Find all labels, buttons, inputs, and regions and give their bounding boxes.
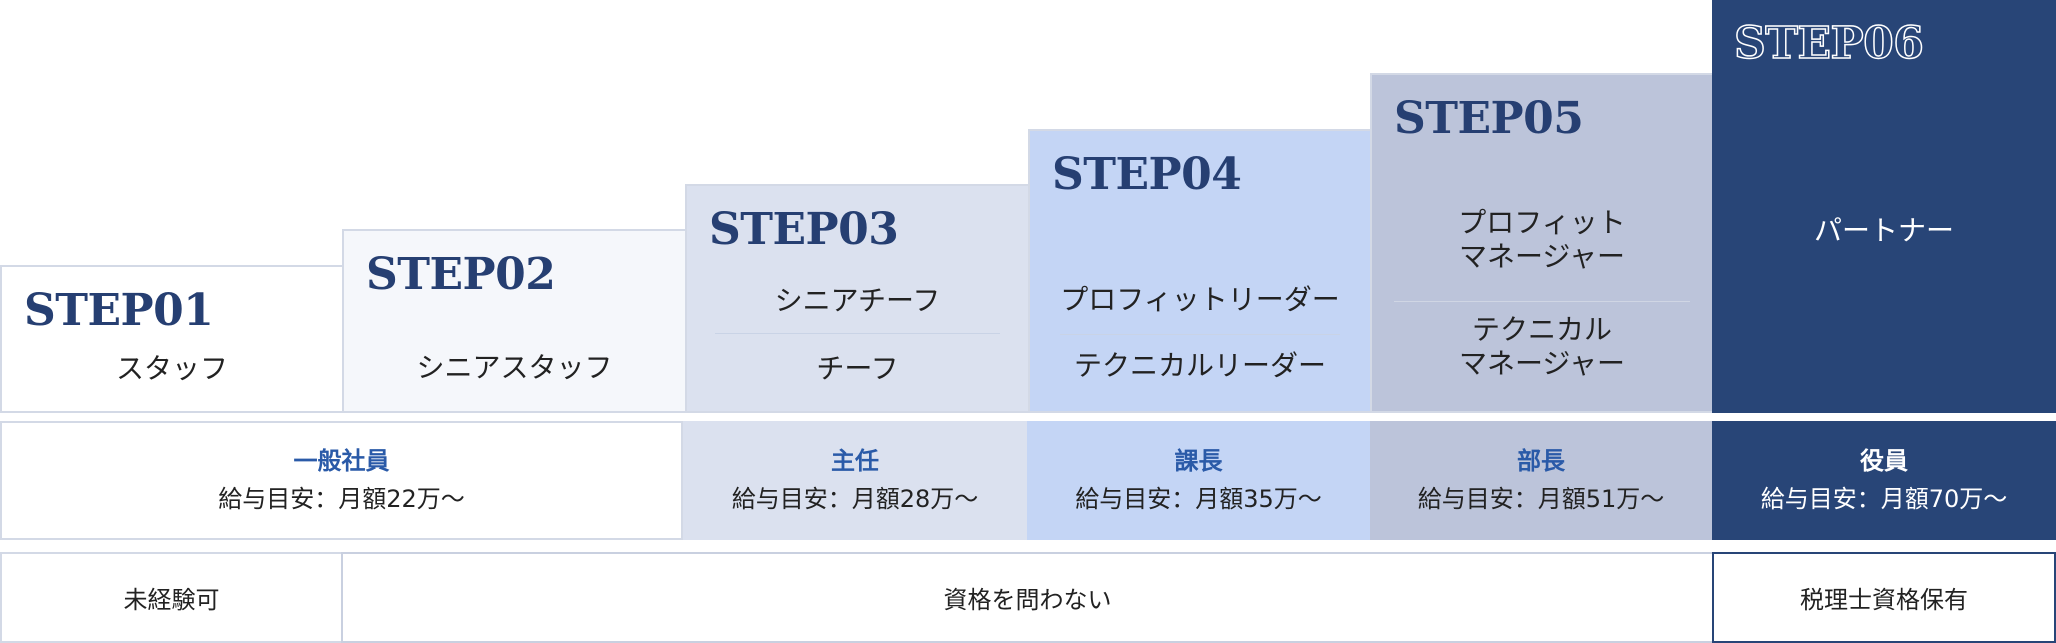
step-01-card: STEP01 スタッフ xyxy=(0,265,344,413)
step-05-label: STEP05 xyxy=(1394,93,1584,144)
step-04-label: STEP04 xyxy=(1052,149,1242,200)
position-general-employee: 一般社員 給与目安：月額22万〜 xyxy=(0,421,683,540)
step-01-role-staff: スタッフ xyxy=(115,352,228,385)
position-title: 一般社員 xyxy=(293,446,390,475)
position-salary: 給与目安：月額70万〜 xyxy=(1760,484,2008,513)
step-06-card: STEP06 パートナー xyxy=(1712,0,2056,413)
position-executive: 役員 給与目安：月額70万〜 xyxy=(1712,421,2056,540)
requirement-no-experience: 未経験可 xyxy=(0,552,343,643)
step-06-label: STEP06 xyxy=(1733,17,1924,70)
requirement-tax-accountant: 税理士資格保有 xyxy=(1712,552,2056,643)
position-department-manager: 部長 給与目安：月額51万〜 xyxy=(1370,421,1712,540)
step-01-label: STEP01 xyxy=(24,285,214,336)
step-03-role-chief: チーフ xyxy=(816,352,899,385)
position-salary: 給与目安：月額51万〜 xyxy=(1417,484,1665,513)
position-salary: 給与目安：月額22万〜 xyxy=(218,484,465,513)
step-05-role-technical-line1: テクニカル xyxy=(1471,313,1612,346)
step-03-card: STEP03 シニアチーフ チーフ xyxy=(685,184,1030,413)
step-03-divider xyxy=(715,333,1000,334)
step-06-role-partner: パートナー xyxy=(1813,214,1954,247)
step-05-role-profit-line2: マネージャー xyxy=(1458,240,1626,273)
step-03-label: STEP03 xyxy=(709,204,899,255)
step-05-divider xyxy=(1394,301,1690,302)
position-section-manager: 課長 給与目安：月額35万〜 xyxy=(1027,421,1370,540)
step-05-role-profit-line1: プロフィット xyxy=(1458,206,1626,239)
position-chief: 主任 給与目安：月額28万〜 xyxy=(683,421,1027,540)
step-04-role-profit-leader: プロフィットリーダー xyxy=(1060,283,1340,316)
requirement-no-qualification: 資格を問わない xyxy=(341,552,1714,643)
step-02-card: STEP02 シニアスタッフ xyxy=(342,229,687,413)
step-03-role-senior-chief: シニアチーフ xyxy=(774,284,941,317)
position-salary: 給与目安：月額35万〜 xyxy=(1075,484,1322,513)
step-05-card: STEP05 プロフィット マネージャー テクニカル マネージャー xyxy=(1370,73,1714,413)
step-04-card: STEP04 プロフィットリーダー テクニカルリーダー xyxy=(1028,129,1372,413)
position-title: 役員 xyxy=(1860,446,1908,475)
position-title: 部長 xyxy=(1517,446,1565,475)
position-salary: 給与目安：月額28万〜 xyxy=(731,484,979,513)
step-02-role-senior-staff: シニアスタッフ xyxy=(416,351,613,384)
step-04-divider xyxy=(1060,334,1340,335)
step-04-role-technical-leader: テクニカルリーダー xyxy=(1073,349,1326,382)
position-title: 主任 xyxy=(831,446,879,475)
step-05-role-technical-line2: マネージャー xyxy=(1458,347,1626,380)
position-title: 課長 xyxy=(1174,446,1223,475)
step-02-label: STEP02 xyxy=(366,249,556,300)
